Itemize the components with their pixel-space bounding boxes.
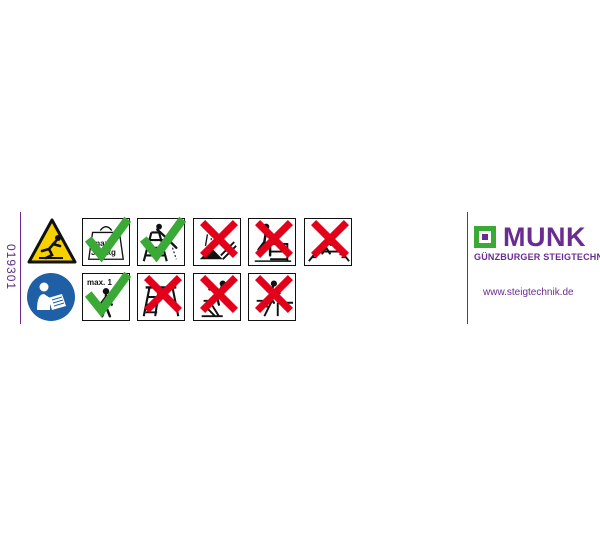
forbidden-cross-icon	[255, 220, 293, 258]
max-load-label-line1: max.	[93, 239, 112, 248]
forbidden-cross-icon	[200, 220, 238, 258]
picto-no-leaning	[193, 273, 241, 321]
picto-max-load: max. 300 kg	[82, 216, 131, 266]
warning-fall-icon	[27, 218, 77, 264]
left-divider	[20, 212, 21, 324]
brand-name: MUNK	[503, 222, 586, 252]
forbidden-cross-icon	[255, 275, 293, 313]
allowed-check-icon	[85, 271, 131, 317]
picto-no-side-climb	[248, 218, 296, 266]
allowed-check-icon	[85, 216, 131, 262]
website-link[interactable]: www.steigtechnik.de	[483, 287, 574, 298]
brand-tagline: GÜNZBURGER STEIGTECHNIK	[474, 252, 600, 262]
picto-no-closed-use	[137, 273, 185, 321]
picto-no-bridge-use	[304, 218, 352, 266]
munk-logo-icon	[474, 226, 496, 248]
forbidden-cross-icon	[144, 275, 182, 313]
picto-stand-correctly	[137, 216, 186, 266]
forbidden-cross-icon	[311, 220, 349, 258]
allowed-check-icon	[140, 216, 186, 262]
picto-max-persons: max. 1	[82, 271, 131, 321]
max-persons-label: max. 1	[87, 278, 112, 287]
picto-no-soft-ground	[193, 218, 241, 266]
article-code: 019301	[4, 244, 18, 291]
picto-no-step-off	[248, 273, 296, 321]
right-divider	[467, 212, 468, 324]
read-manual-icon	[26, 272, 76, 322]
forbidden-cross-icon	[200, 275, 238, 313]
